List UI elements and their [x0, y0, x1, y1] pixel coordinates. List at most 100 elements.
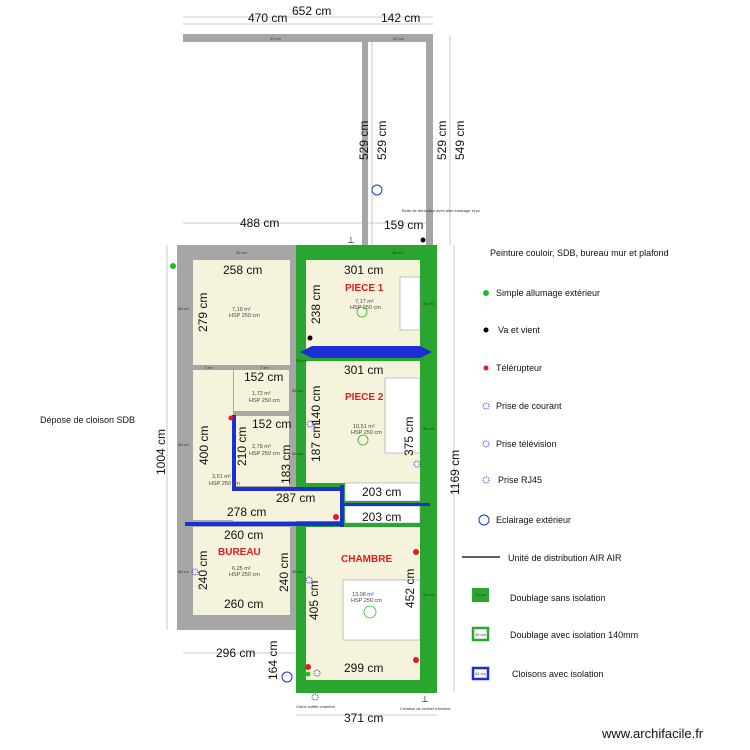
- paint-note: Peinture couloir, SDB, bureau mur et pla…: [490, 248, 669, 258]
- label-label: Prise RJ45: [498, 475, 542, 485]
- right-top-3-label: 529 cm: [435, 121, 449, 160]
- top-total-label: 652 cm: [292, 4, 331, 18]
- closet-1: [344, 482, 421, 502]
- hsp-label: HSP 250 cm: [351, 598, 382, 604]
- top-left-label: 470 cm: [248, 11, 287, 25]
- w36-label: 36 cm: [392, 250, 404, 255]
- bottom-left-label: 296 cm: [216, 646, 255, 660]
- plan-element: [232, 487, 342, 491]
- room-1-floor: [193, 260, 290, 365]
- w36-label: 36 cm: [423, 592, 435, 597]
- label-label: Prise de courant: [496, 401, 562, 411]
- sdb-h2-label: 183 cm: [279, 445, 293, 484]
- label-label: Doublage avec isolation 140mm: [510, 630, 638, 640]
- plan-element: [232, 415, 236, 491]
- insulated-partitions: [185, 346, 432, 527]
- label-label: Va et vient: [498, 325, 540, 335]
- exterior-light-icon: [281, 671, 293, 683]
- piece1-h-label: 238 cm: [309, 285, 323, 324]
- switch-va-et-vient-icon: [420, 237, 426, 243]
- green-fill-swatch: [472, 588, 489, 602]
- corridor-w2-label: 278 cm: [227, 505, 266, 519]
- chambre-area-label: 13,08 m²: [352, 592, 374, 598]
- hsp-label: HSP 250 cm: [229, 572, 260, 578]
- hsp-label: HSP 250 cm: [351, 430, 382, 436]
- telerupteur-icon: [228, 415, 234, 421]
- plan-element: [300, 346, 432, 358]
- piece2-h2-label: 187 cm: [309, 423, 323, 462]
- hsp-label: HSP 250 cm: [209, 481, 240, 487]
- corridor-h-label: 400 cm: [197, 426, 211, 465]
- watermark: www.archifacile.fr: [601, 726, 704, 741]
- telerupteur-icon: [333, 514, 339, 520]
- mid-left-label: 488 cm: [240, 216, 279, 230]
- w7-label: 7 cm: [204, 365, 213, 370]
- wc-w-label: 152 cm: [244, 370, 283, 384]
- right-top-4-label: 549 cm: [453, 121, 467, 160]
- telerupteur-icon: [305, 664, 311, 670]
- outlet-icon: [306, 420, 314, 428]
- bed: [342, 579, 421, 641]
- outlet-icon: [313, 669, 321, 677]
- label-label: Cloisons avec isolation: [512, 669, 604, 679]
- junction-box-note: Boite de derivation avec alim eclairage …: [402, 208, 480, 213]
- right-top-wall: [426, 34, 433, 245]
- w36-label: 36 cm: [423, 426, 435, 431]
- rj45-icon: [482, 476, 490, 484]
- corridor-area-label: 3,51 m²: [212, 474, 231, 480]
- plan-element: [356, 306, 368, 318]
- right-top-2-label: 529 cm: [375, 121, 389, 160]
- telerupteur-icon: [413, 549, 419, 555]
- top-wall: [183, 34, 433, 42]
- room1-h-label: 279 cm: [196, 293, 210, 332]
- plan-element: [363, 605, 377, 619]
- room1-area-label: 7,19 m²: [232, 307, 251, 313]
- exterior-light-icon: [478, 514, 490, 526]
- telerupteur-icon: [413, 657, 419, 663]
- plan-element: [357, 434, 369, 446]
- green-dot-icon: [483, 290, 489, 296]
- right-top-1-label: 529 cm: [357, 121, 371, 160]
- swatch-text-label: 24 cm: [475, 671, 487, 676]
- air-unit-icon: ⊥: [421, 694, 429, 704]
- bureau-h-label: 240 cm: [196, 551, 210, 590]
- exterior-light-icon: [371, 184, 383, 196]
- w36-label: 36 cm: [292, 569, 304, 574]
- outlet-icon: [311, 693, 319, 701]
- red-dot-icon: [483, 365, 489, 371]
- w36-label: 36 cm: [178, 569, 190, 574]
- swatch-text-label: 30 cm: [475, 632, 487, 637]
- w36-label: 36 cm: [178, 442, 190, 447]
- piece2-h1-label: 140 cm: [309, 386, 323, 425]
- piece2-area-label: 10,51 m²: [353, 424, 375, 430]
- bureau-w-bottom-label: 260 cm: [224, 597, 263, 611]
- bottom-total-label: 371 cm: [344, 711, 383, 725]
- plan-element: [185, 522, 340, 526]
- right-total-label: 1169 cm: [448, 450, 462, 495]
- electrical-symbols: ⊥ ⊥: [170, 184, 429, 704]
- closet-1-label: 203 cm: [362, 485, 401, 499]
- wc-floor: [234, 370, 289, 411]
- ceiling-light-icons: [356, 306, 377, 619]
- sofa: [384, 377, 421, 454]
- bureau-w-top-label: 260 cm: [224, 528, 263, 542]
- hsp-label: HSP 250 cm: [249, 451, 280, 457]
- bottom-left-note-label: Gaine soffite chambre: [296, 704, 336, 709]
- hsp-label: HSP 250 cm: [249, 398, 280, 404]
- chambre-label-label: CHAMBRE: [341, 554, 392, 565]
- w36-label: 36 cm: [292, 388, 304, 393]
- bureau-area-label: 6,25 m²: [232, 566, 251, 572]
- sdb-floor: [236, 416, 289, 486]
- piece2-h3-label: 375 cm: [402, 417, 416, 456]
- label-label: Prise télévision: [496, 439, 557, 449]
- w36-label: 36 cm: [178, 306, 190, 311]
- hall-floor: [233, 491, 340, 521]
- corridor-w-label: 287 cm: [276, 491, 315, 505]
- wc-area-label: 1,72 m²: [252, 391, 271, 397]
- w20-label: 20 cm: [393, 36, 405, 41]
- piece2-w-label: 301 cm: [344, 363, 383, 377]
- top-right-label: 142 cm: [381, 11, 420, 25]
- label-label: Doublage sans isolation: [510, 593, 606, 603]
- switch-va-et-vient-icon: [307, 335, 313, 341]
